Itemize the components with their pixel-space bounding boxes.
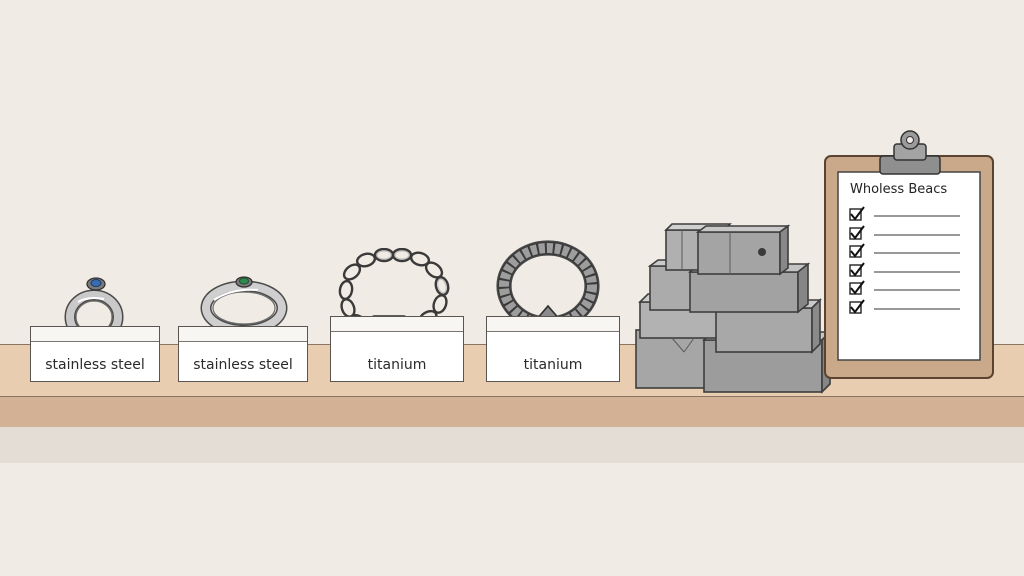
- checklist-row[interactable]: [848, 206, 964, 224]
- pedestal-label: stainless steel: [193, 357, 293, 373]
- checkmark-icon: [850, 206, 865, 221]
- pedestal-label: stainless steel: [45, 357, 145, 373]
- pedestal-top: [31, 327, 159, 342]
- pedestal-4: titanium: [486, 316, 620, 382]
- box-stack-illustration: [635, 223, 832, 394]
- checklist-row[interactable]: [848, 224, 964, 243]
- checklist-row[interactable]: [848, 243, 964, 261]
- pedestal-top: [331, 317, 463, 332]
- checklist-row[interactable]: [848, 280, 964, 298]
- clipboard-illustration: [824, 130, 994, 379]
- checklist: [848, 206, 964, 317]
- box-stack: [632, 222, 832, 402]
- clipboard[interactable]: [822, 126, 998, 386]
- checkmark-icon: [850, 261, 865, 277]
- floor-background: [0, 463, 1024, 576]
- pedestal-3: titanium: [330, 316, 464, 382]
- pedestal-label: titanium: [367, 357, 427, 373]
- checkmark-icon: [850, 243, 865, 258]
- shelf-front-edge: [0, 396, 1024, 428]
- checklist-row[interactable]: [848, 261, 964, 280]
- checkmark-icon: [850, 298, 865, 314]
- pedestal-label: titanium: [523, 357, 583, 373]
- pedestal-top: [487, 317, 619, 332]
- clipboard-title: Wholess Beacs: [850, 182, 948, 197]
- pedestal-1: stainless steel: [30, 326, 160, 382]
- checklist-row[interactable]: [848, 298, 964, 317]
- pedestal-2: stainless steel: [178, 326, 308, 382]
- pedestal-top: [179, 327, 307, 342]
- checkmark-icon: [850, 224, 865, 240]
- shelf-shadow: [0, 427, 1024, 463]
- checkmark-icon: [850, 280, 865, 295]
